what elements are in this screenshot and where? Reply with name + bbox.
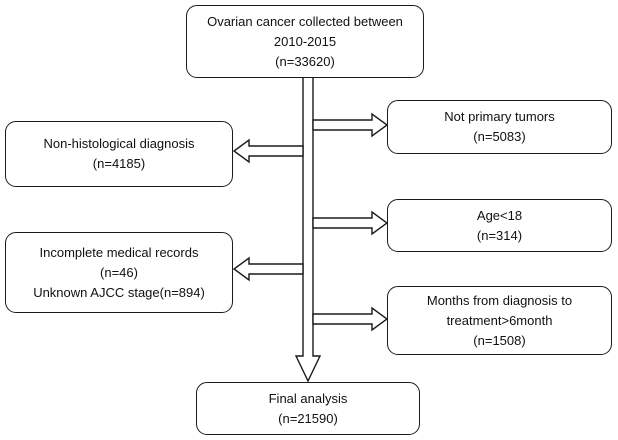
branch-arrow-incomplete bbox=[232, 256, 304, 282]
branch-arrow-age bbox=[312, 210, 389, 236]
start-box-line-1: Ovarian cancer collected between bbox=[207, 13, 403, 29]
final-analysis-count: (n=21590) bbox=[278, 410, 338, 426]
incomplete-records-label: Incomplete medical records bbox=[39, 244, 199, 260]
incomplete-records-box: Incomplete medical records (n=46) Unknow… bbox=[5, 232, 233, 313]
not-primary-tumors-box: Not primary tumors (n=5083) bbox=[387, 100, 612, 154]
final-analysis-box: Final analysis (n=21590) bbox=[196, 382, 420, 435]
branch-arrow-non-histological bbox=[232, 138, 304, 164]
months-to-treatment-label-1: Months from diagnosis to bbox=[426, 292, 573, 308]
months-to-treatment-box: Months from diagnosis to treatment>6mont… bbox=[387, 286, 612, 355]
non-histological-count: (n=4185) bbox=[92, 156, 146, 171]
months-to-treatment-count: (n=1508) bbox=[473, 332, 526, 348]
not-primary-tumors-label: Not primary tumors bbox=[444, 109, 555, 124]
age-count: (n=314) bbox=[476, 227, 523, 243]
branch-arrow-months bbox=[312, 306, 389, 332]
start-box-line-2: 2010-2015 bbox=[273, 33, 337, 49]
non-histological-label: Non-histological diagnosis bbox=[43, 136, 195, 151]
age-box: Age<18 (n=314) bbox=[387, 199, 612, 252]
start-box: Ovarian cancer collected between 2010-20… bbox=[186, 5, 424, 78]
branch-arrow-not-primary bbox=[312, 112, 389, 138]
unknown-ajcc-stage-label: Unknown AJCC stage(n=894) bbox=[33, 284, 205, 300]
final-analysis-label: Final analysis bbox=[268, 390, 348, 406]
incomplete-records-count: (n=46) bbox=[100, 264, 138, 280]
age-label: Age<18 bbox=[476, 207, 523, 223]
not-primary-tumors-count: (n=5083) bbox=[473, 129, 526, 144]
non-histological-box: Non-histological diagnosis (n=4185) bbox=[5, 121, 233, 187]
months-to-treatment-label-2: treatment>6month bbox=[446, 312, 553, 328]
start-box-line-3: (n=33620) bbox=[275, 53, 335, 69]
